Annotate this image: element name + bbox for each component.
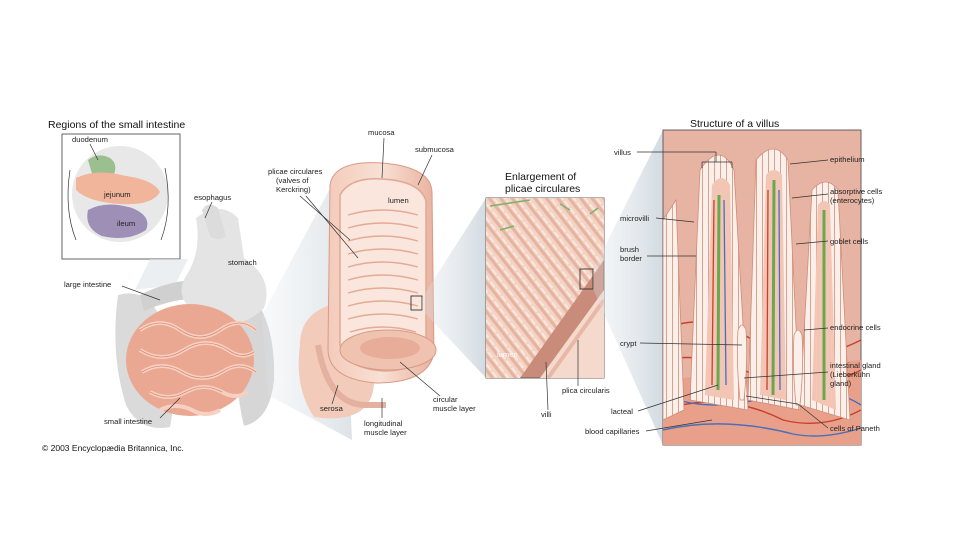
esophagus-organ [202,204,226,239]
abdominal-organs: esophagus stomach large intestine small … [64,193,275,429]
jejunum-label: jejunum [103,190,131,199]
absorptive-label-1: absorptive cells [830,187,883,196]
villus-title: Structure of a villus [690,118,779,130]
enlargement-lumen-label: lumen [497,350,518,359]
goblet-label: goblet cells [830,237,868,246]
blood-capillaries-label: blood capillaries [585,427,640,436]
intestine-tube-section: mucosa submucosa plicae circulares (valv… [268,128,476,437]
copyright-text: © 2003 Encyclopædia Britannica, Inc. [42,443,184,453]
gland-label-1: intestinal gland [830,361,881,370]
endocrine-label: endocrine cells [830,323,881,332]
stomach-label: stomach [228,258,257,267]
small-intestine-loops [126,304,258,416]
esophagus-label: esophagus [194,193,231,202]
crypt-shape [736,324,748,401]
circular-label-1: circular [433,395,458,404]
enlargement-title-1: Enlargement of [505,171,576,183]
circular-label-2: muscle layer [433,404,476,413]
gland-label-2: (Lieberkühn [830,370,870,379]
brush-label-2: border [620,254,642,263]
ileum-region [87,204,148,238]
villi-label: villi [541,410,552,419]
ileum-label: ileum [117,219,135,228]
mucosa-label: mucosa [368,128,395,137]
villus-panel: villus microvilli brush border crypt lac… [585,129,883,446]
plica-circularis-label: plica circularis [562,386,610,395]
plicae-label-2: (valves of [276,176,309,185]
plicae-label-1: plicae circulares [268,167,323,176]
duodenum-label: duodenum [72,135,108,144]
longitudinal-label-2: muscle layer [364,428,407,437]
tube-lumen-label: lumen [388,196,409,205]
gland-label-3: gland) [830,379,852,388]
paneth-label: cells of Paneth [830,424,880,433]
regions-title: Regions of the small intestine [48,119,185,131]
crypt-label: crypt [620,339,637,348]
villus-label: villus [614,148,631,157]
absorptive-label-2: (enterocytes) [830,196,875,205]
regions-inset: duodenum jejunum ileum [61,133,181,260]
microvilli-label: microvilli [620,214,649,223]
serosa-label: serosa [320,404,344,413]
epithelium-label: epithelium [830,155,865,164]
longitudinal-label-1: longitudinal [364,419,403,428]
brush-label-1: brush [620,245,639,254]
jejunum-region [76,172,160,205]
small-intestine-label: small intestine [104,417,152,426]
plicae-label-3: Kerckring) [276,185,311,194]
enlargement-title-2: plicae circulares [505,183,580,195]
large-intestine-label: large intestine [64,280,111,289]
stomach-organ [181,209,267,324]
submucosa-label: submucosa [415,145,455,154]
lacteal-label: lacteal [611,407,633,416]
enlargement-panel: lumen villi plica circularis [485,197,610,419]
